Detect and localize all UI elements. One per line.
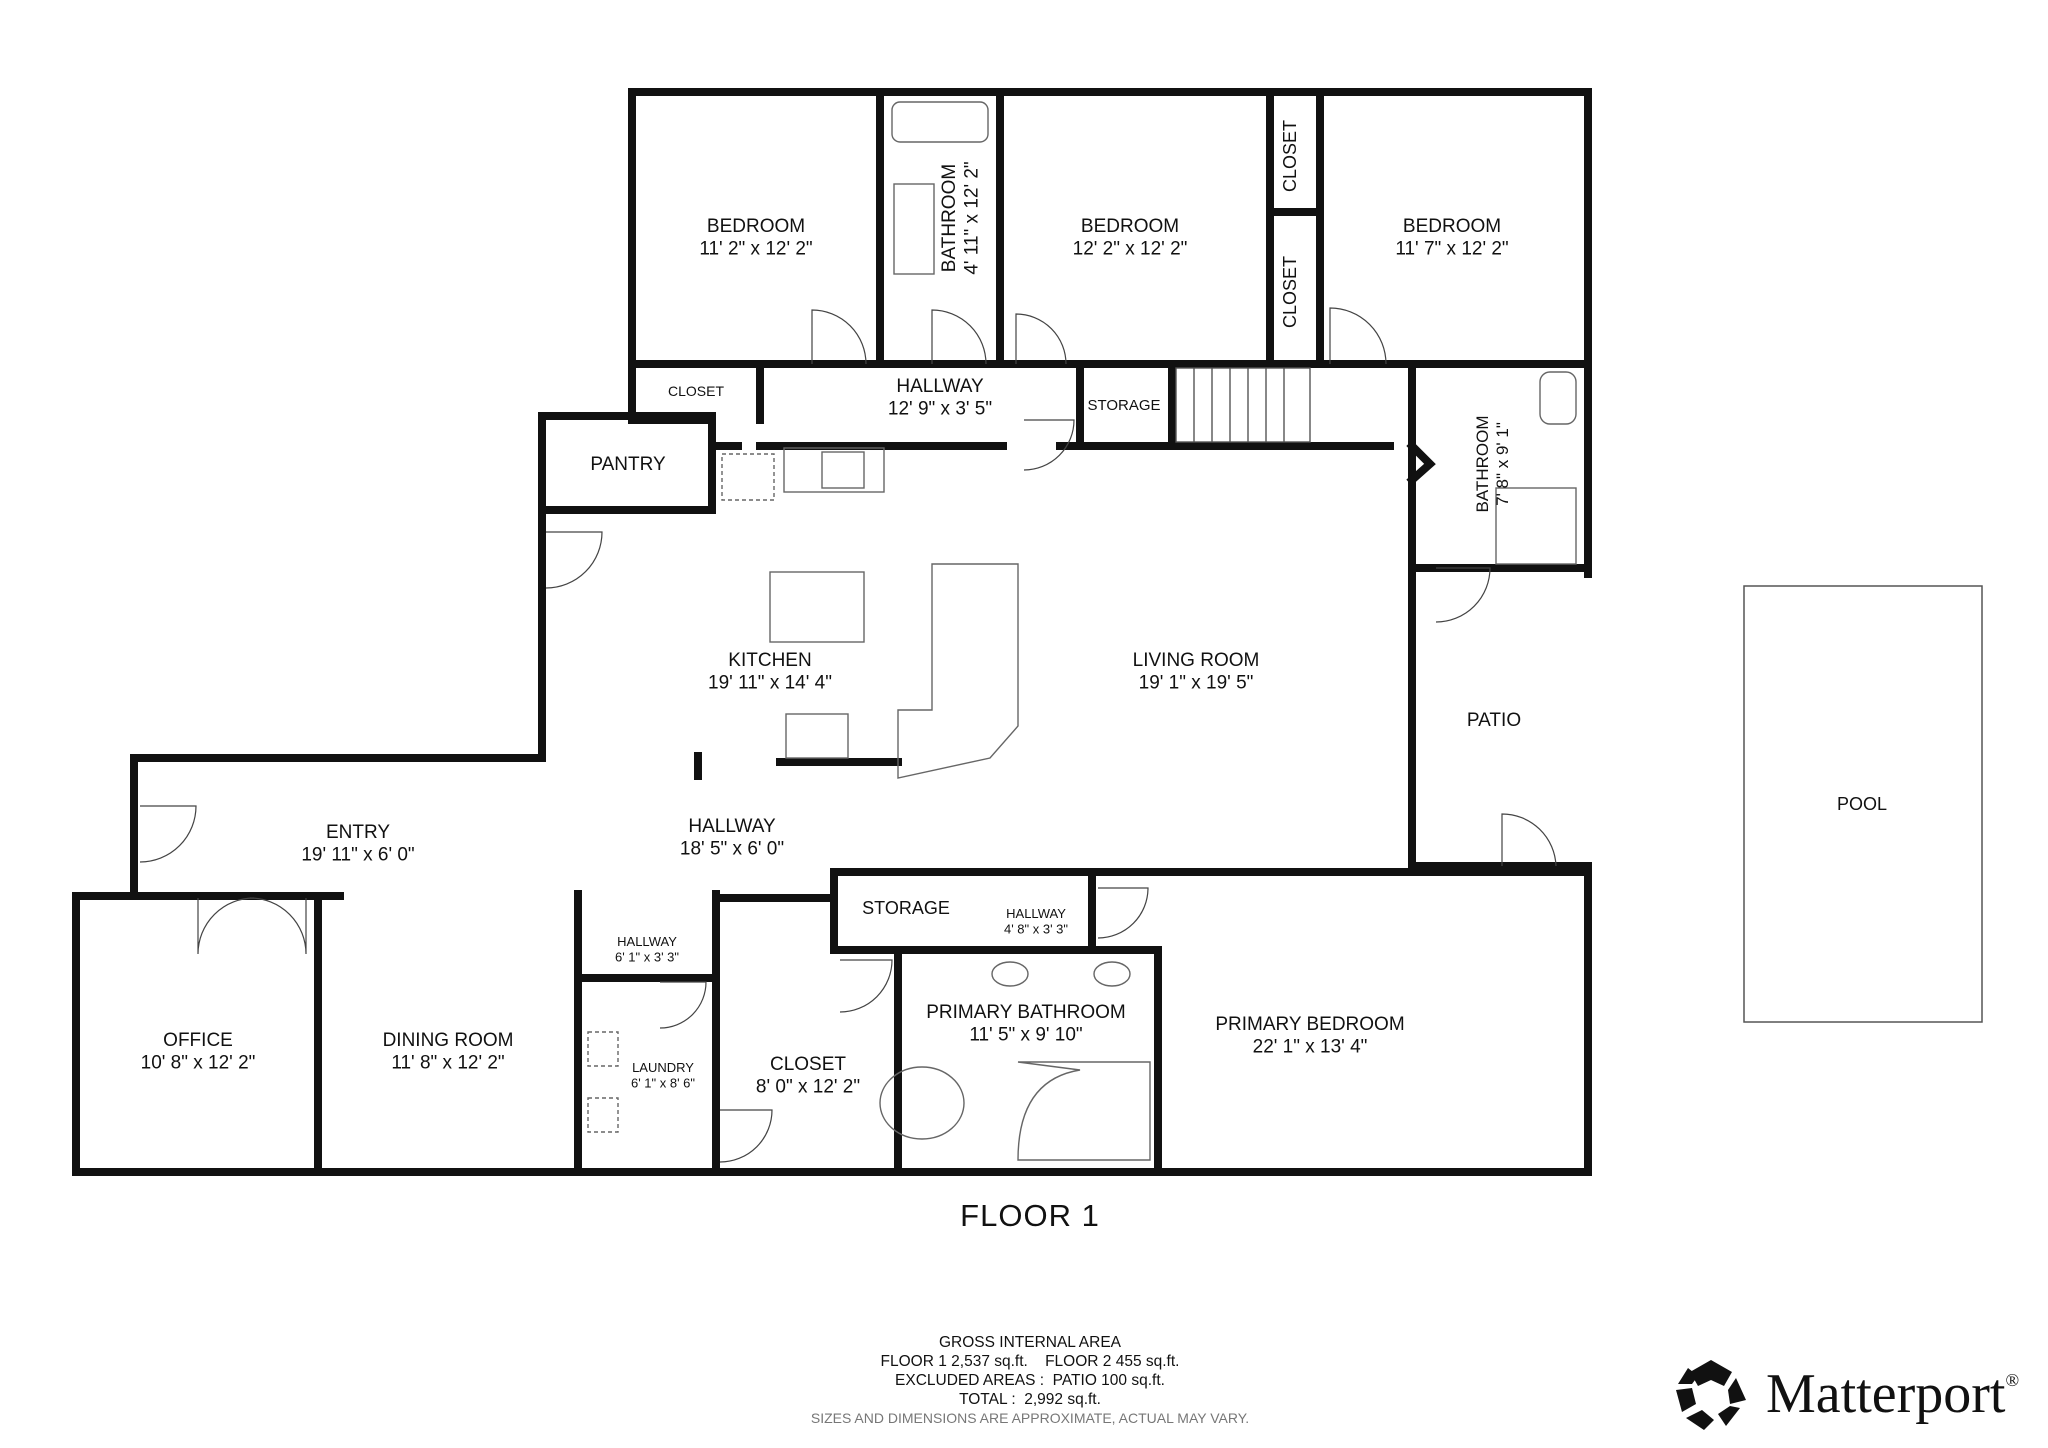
- room-name: KITCHEN: [728, 650, 811, 671]
- room-name: HALLWAY: [1006, 906, 1066, 921]
- room-dimensions: 4' 11" x 12' 2": [961, 161, 982, 274]
- area-summary-excluded: EXCLUDED AREAS : PATIO 100 sq.ft.: [895, 1372, 1165, 1389]
- fixtures: [587, 101, 1577, 1161]
- room-name: PRIMARY BATHROOM: [926, 1002, 1126, 1023]
- room-name: CLOSET: [1280, 120, 1300, 192]
- room-dimensions: 11' 8" x 12' 2": [391, 1052, 504, 1073]
- room-name: LIVING ROOM: [1133, 650, 1260, 671]
- area-summary: GROSS INTERNAL AREA FLOOR 1 2,537 sq.ft.…: [720, 1333, 1340, 1428]
- room-dimensions: 7' 8" x 9' 1": [1493, 422, 1512, 506]
- room-name: ENTRY: [326, 822, 390, 843]
- room-dimensions: 11' 2" x 12' 2": [699, 238, 812, 259]
- room-name: HALLWAY: [688, 816, 776, 837]
- room-label-closet-c: CLOSET: [668, 383, 724, 399]
- room-name: BATHROOM: [939, 164, 960, 272]
- room-dimensions: 11' 7" x 12' 2": [1395, 238, 1508, 259]
- room-name: PRIMARY BEDROOM: [1215, 1014, 1404, 1035]
- room-dimensions: 18' 5" x 6' 0": [680, 838, 784, 859]
- room-dimensions: 19' 1" x 19' 5": [1139, 672, 1254, 693]
- room-name: PATIO: [1467, 710, 1521, 731]
- room-name: BEDROOM: [1403, 216, 1501, 237]
- room-name: CLOSET: [668, 383, 724, 399]
- matterport-logo-icon: [1676, 1360, 1746, 1430]
- brand-name-text: Matterport: [1766, 1363, 2006, 1425]
- room-name: STORAGE: [1087, 397, 1160, 414]
- room-name: CLOSET: [770, 1054, 846, 1075]
- room-label-storage-mid: STORAGE: [862, 898, 950, 918]
- room-dimensions: 19' 11" x 6' 0": [301, 844, 414, 865]
- room-dimensions: 8' 0" x 12' 2": [756, 1076, 860, 1097]
- room-dimensions: 12' 9" x 3' 5": [888, 398, 992, 419]
- room-label-pool: POOL: [1837, 794, 1887, 814]
- room-label-pantry: PANTRY: [590, 454, 666, 475]
- room-dimensions: 6' 1" x 8' 6": [631, 1075, 695, 1090]
- room-name: BEDROOM: [1081, 216, 1179, 237]
- area-summary-heading: GROSS INTERNAL AREA: [938, 1334, 1122, 1351]
- room-dimensions: 10' 8" x 12' 2": [141, 1052, 256, 1073]
- door-swings: [139, 307, 1557, 1163]
- room-name: STORAGE: [862, 898, 950, 918]
- walls: [72, 88, 1592, 1176]
- area-summary-note: SIZES AND DIMENSIONS ARE APPROXIMATE, AC…: [810, 1410, 1250, 1426]
- pool-outline: [1743, 585, 1983, 1023]
- matterport-wordmark: Matterport®: [1766, 1362, 2019, 1426]
- area-summary-floors: FLOOR 1 2,537 sq.ft. FLOOR 2 455 sq.ft.: [880, 1353, 1180, 1370]
- room-name: OFFICE: [163, 1030, 233, 1051]
- room-name: HALLWAY: [896, 376, 984, 397]
- room-label-bathroom-1: BATHROOM4' 11" x 12' 2": [939, 161, 982, 274]
- room-label-closet-b: CLOSET: [1280, 256, 1300, 328]
- room-label-closet-a: CLOSET: [1280, 120, 1300, 192]
- room-dimensions: 12' 2" x 12' 2": [1073, 238, 1188, 259]
- room-name: BEDROOM: [707, 216, 805, 237]
- room-dimensions: 11' 5" x 9' 10": [969, 1024, 1082, 1045]
- area-summary-total: TOTAL : 2,992 sq.ft.: [959, 1391, 1101, 1408]
- room-label-patio: PATIO: [1467, 710, 1521, 731]
- room-label-storage-top: STORAGE: [1087, 397, 1160, 414]
- room-name: PANTRY: [590, 454, 666, 475]
- room-label-bathroom-2: BATHROOM7' 8" x 9' 1": [1473, 416, 1512, 513]
- matterport-brand: Matterport®: [1674, 1354, 2034, 1434]
- room-dimensions: 22' 1" x 13' 4": [1253, 1036, 1368, 1057]
- brand-mark: ®: [2005, 1370, 2020, 1390]
- room-name: BATHROOM: [1473, 416, 1492, 513]
- room-name: DINING ROOM: [383, 1030, 514, 1051]
- room-dimensions: 4' 8" x 3' 3": [1004, 921, 1068, 936]
- room-dimensions: 6' 1" x 3' 3": [615, 949, 679, 964]
- room-name: HALLWAY: [617, 934, 677, 949]
- room-name: LAUNDRY: [632, 1060, 694, 1075]
- room-name: POOL: [1837, 794, 1887, 814]
- room-name: CLOSET: [1280, 256, 1300, 328]
- floor-title: FLOOR 1: [960, 1198, 1100, 1233]
- room-dimensions: 19' 11" x 14' 4": [708, 672, 832, 693]
